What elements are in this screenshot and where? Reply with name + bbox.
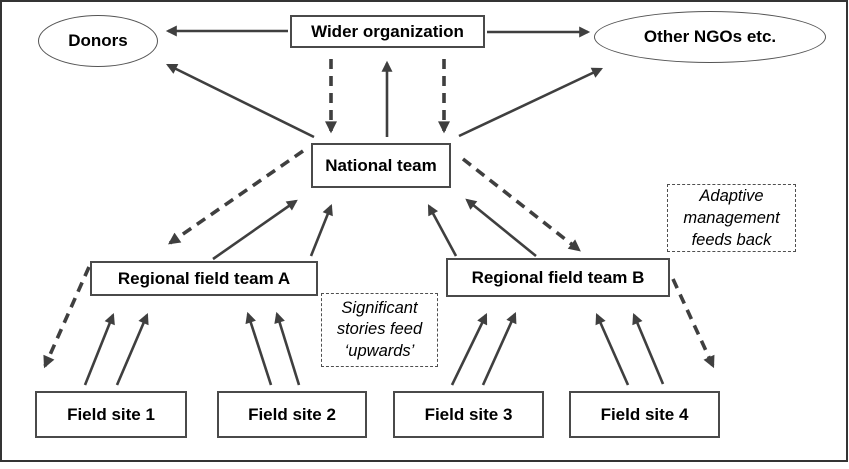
node-regional-field-team-a: Regional field team A (90, 261, 318, 296)
arrow-field-site-4-to-regional-b-1 (595, 312, 630, 386)
annotation-adaptive-management-text: Adaptive management feeds back (683, 186, 780, 250)
node-field-site-2-label: Field site 2 (248, 404, 336, 424)
arrow-regional-b-to-national-team-1 (427, 204, 458, 257)
node-regional-field-team-a-label: Regional field team A (117, 268, 291, 288)
node-field-site-4-label: Field site 4 (600, 404, 689, 424)
node-field-site-1: Field site 1 (35, 391, 187, 438)
arrow-regional-a-to-national-team-1 (212, 199, 298, 261)
node-national-team: National team (311, 143, 451, 188)
node-national-team-label: National team (325, 155, 437, 175)
arrow-field-site-3-to-regional-b-1 (450, 313, 488, 386)
node-donors: Donors (38, 15, 158, 67)
node-field-site-3-label: Field site 3 (424, 404, 513, 424)
dashed-arrow-national-team-to-regional-a (168, 149, 305, 245)
arrow-field-site-1-to-regional-a-1 (83, 312, 115, 386)
node-regional-field-team-b: Regional field team B (446, 258, 670, 297)
node-field-site-2: Field site 2 (217, 391, 367, 438)
arrow-regional-a-to-national-team-2 (309, 203, 333, 257)
dashed-arrow-regional-a-to-field-site-1 (43, 266, 91, 369)
node-field-site-4: Field site 4 (569, 391, 720, 438)
node-field-site-1-label: Field site 1 (67, 404, 155, 424)
node-regional-field-team-b-label: Regional field team B (471, 267, 645, 287)
dashed-arrow-regional-b-to-field-site-4 (671, 278, 715, 369)
arrow-field-site-3-to-regional-b-2 (481, 311, 517, 386)
annotation-significant-stories-text: Significant stories feed ‘upwards’ (336, 298, 423, 360)
arrow-field-site-2-to-regional-a-2 (274, 311, 301, 386)
arrow-national-team-to-donors (166, 63, 315, 139)
arrow-regional-b-to-national-team-2 (465, 198, 537, 258)
node-other-ngos-label: Other NGOs etc. (643, 27, 777, 46)
arrow-field-site-2-to-regional-a-1 (245, 311, 273, 386)
dashed-arrow-national-team-to-regional-b (461, 157, 581, 252)
node-other-ngos: Other NGOs etc. (594, 11, 826, 63)
annotation-adaptive-management: Adaptive management feeds back (667, 184, 796, 252)
annotation-significant-stories: Significant stories feed ‘upwards’ (321, 293, 438, 367)
node-wider-organization: Wider organization (290, 15, 485, 48)
node-wider-organization-label: Wider organization (311, 21, 464, 41)
arrow-field-site-1-to-regional-a-2 (115, 312, 149, 386)
arrow-field-site-4-to-regional-b-2 (632, 312, 665, 385)
node-field-site-3: Field site 3 (393, 391, 544, 438)
node-donors-label: Donors (68, 31, 128, 50)
arrow-national-team-to-other-ngos (458, 67, 603, 138)
